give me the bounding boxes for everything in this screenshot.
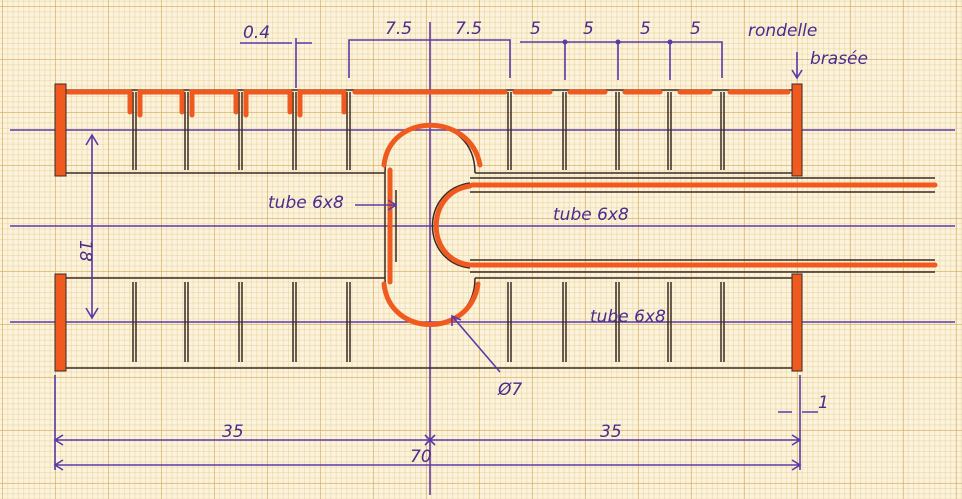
dim-total-length: 70: [410, 447, 432, 467]
dim-washer-thickness: 1: [818, 393, 829, 413]
dimensions: [53, 38, 818, 471]
dim-fin-thickness: 0.4: [243, 23, 270, 43]
washer-label-1: rondelle: [748, 21, 817, 41]
u-bend: [381, 122, 938, 327]
brazed-washers: [54, 83, 803, 372]
dim-bend-diameter: Ø7: [497, 380, 522, 400]
tube-label-center: tube 6x8: [553, 205, 629, 225]
tube-label-bottom: tube 6x8: [590, 307, 666, 327]
dim-pitch-3: 5: [640, 19, 651, 39]
bottom-fin-block: [62, 277, 795, 369]
dim-half-length-right: 35: [600, 422, 622, 442]
dim-half-gap-left: 7.5: [385, 19, 412, 39]
tube-label-left: tube 6x8: [268, 193, 344, 213]
dim-half-length-left: 35: [222, 422, 244, 442]
dim-half-gap-right: 7.5: [455, 19, 482, 39]
top-fin-block: [62, 89, 795, 174]
dim-height: 18: [75, 240, 95, 262]
dim-pitch-1: 5: [530, 19, 541, 39]
dim-pitch-4: 5: [690, 19, 701, 39]
dim-pitch-2: 5: [583, 19, 594, 39]
washer-label-2: brasée: [810, 49, 868, 69]
